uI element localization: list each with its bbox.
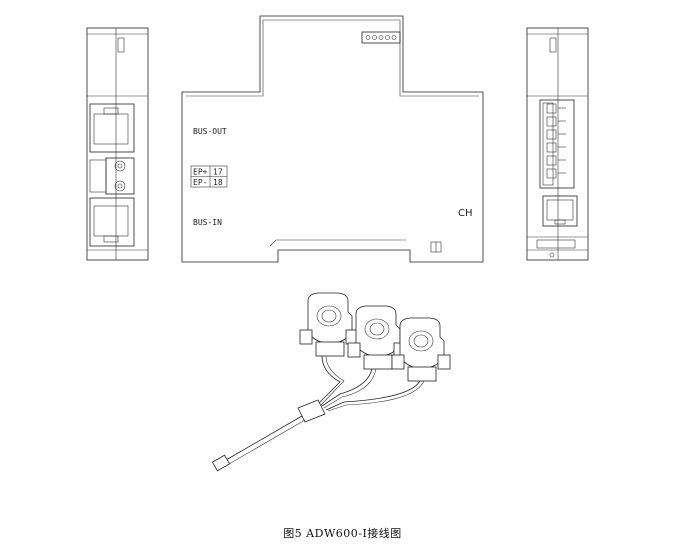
rj45-port-bus-out [89, 103, 135, 153]
ep-connector-side [89, 157, 135, 195]
rj-port-ch [542, 195, 578, 227]
ct-cables [211, 355, 425, 472]
terminal-block [539, 99, 575, 189]
top-pin-header [361, 31, 401, 44]
current-transformers [211, 292, 451, 472]
bus-out-label: BUS-OUT [193, 127, 227, 136]
right-side-view [526, 27, 589, 261]
ep-plus-terminal: 17 [213, 168, 223, 177]
figure-caption: 图5 ADW600-I接线图 [283, 527, 402, 540]
ct-clamp-1 [299, 292, 359, 357]
bus-in-label: BUS-IN [193, 218, 222, 227]
ep-plus-label: EP+ [193, 168, 208, 177]
ep-terminal-table: EP+ 17 EP- 18 [190, 165, 228, 188]
ch-label: CH [458, 208, 473, 219]
front-view: BUS-OUT EP+ 17 EP- 18 BUS-IN CH [181, 15, 484, 263]
ep-minus-label: EP- [193, 178, 207, 187]
ct-clamp-3 [391, 317, 451, 382]
left-side-view [86, 27, 149, 261]
ep-minus-terminal: 18 [213, 178, 223, 187]
rj45-port-bus-in [89, 197, 135, 247]
ct-clamp-2 [347, 305, 407, 370]
